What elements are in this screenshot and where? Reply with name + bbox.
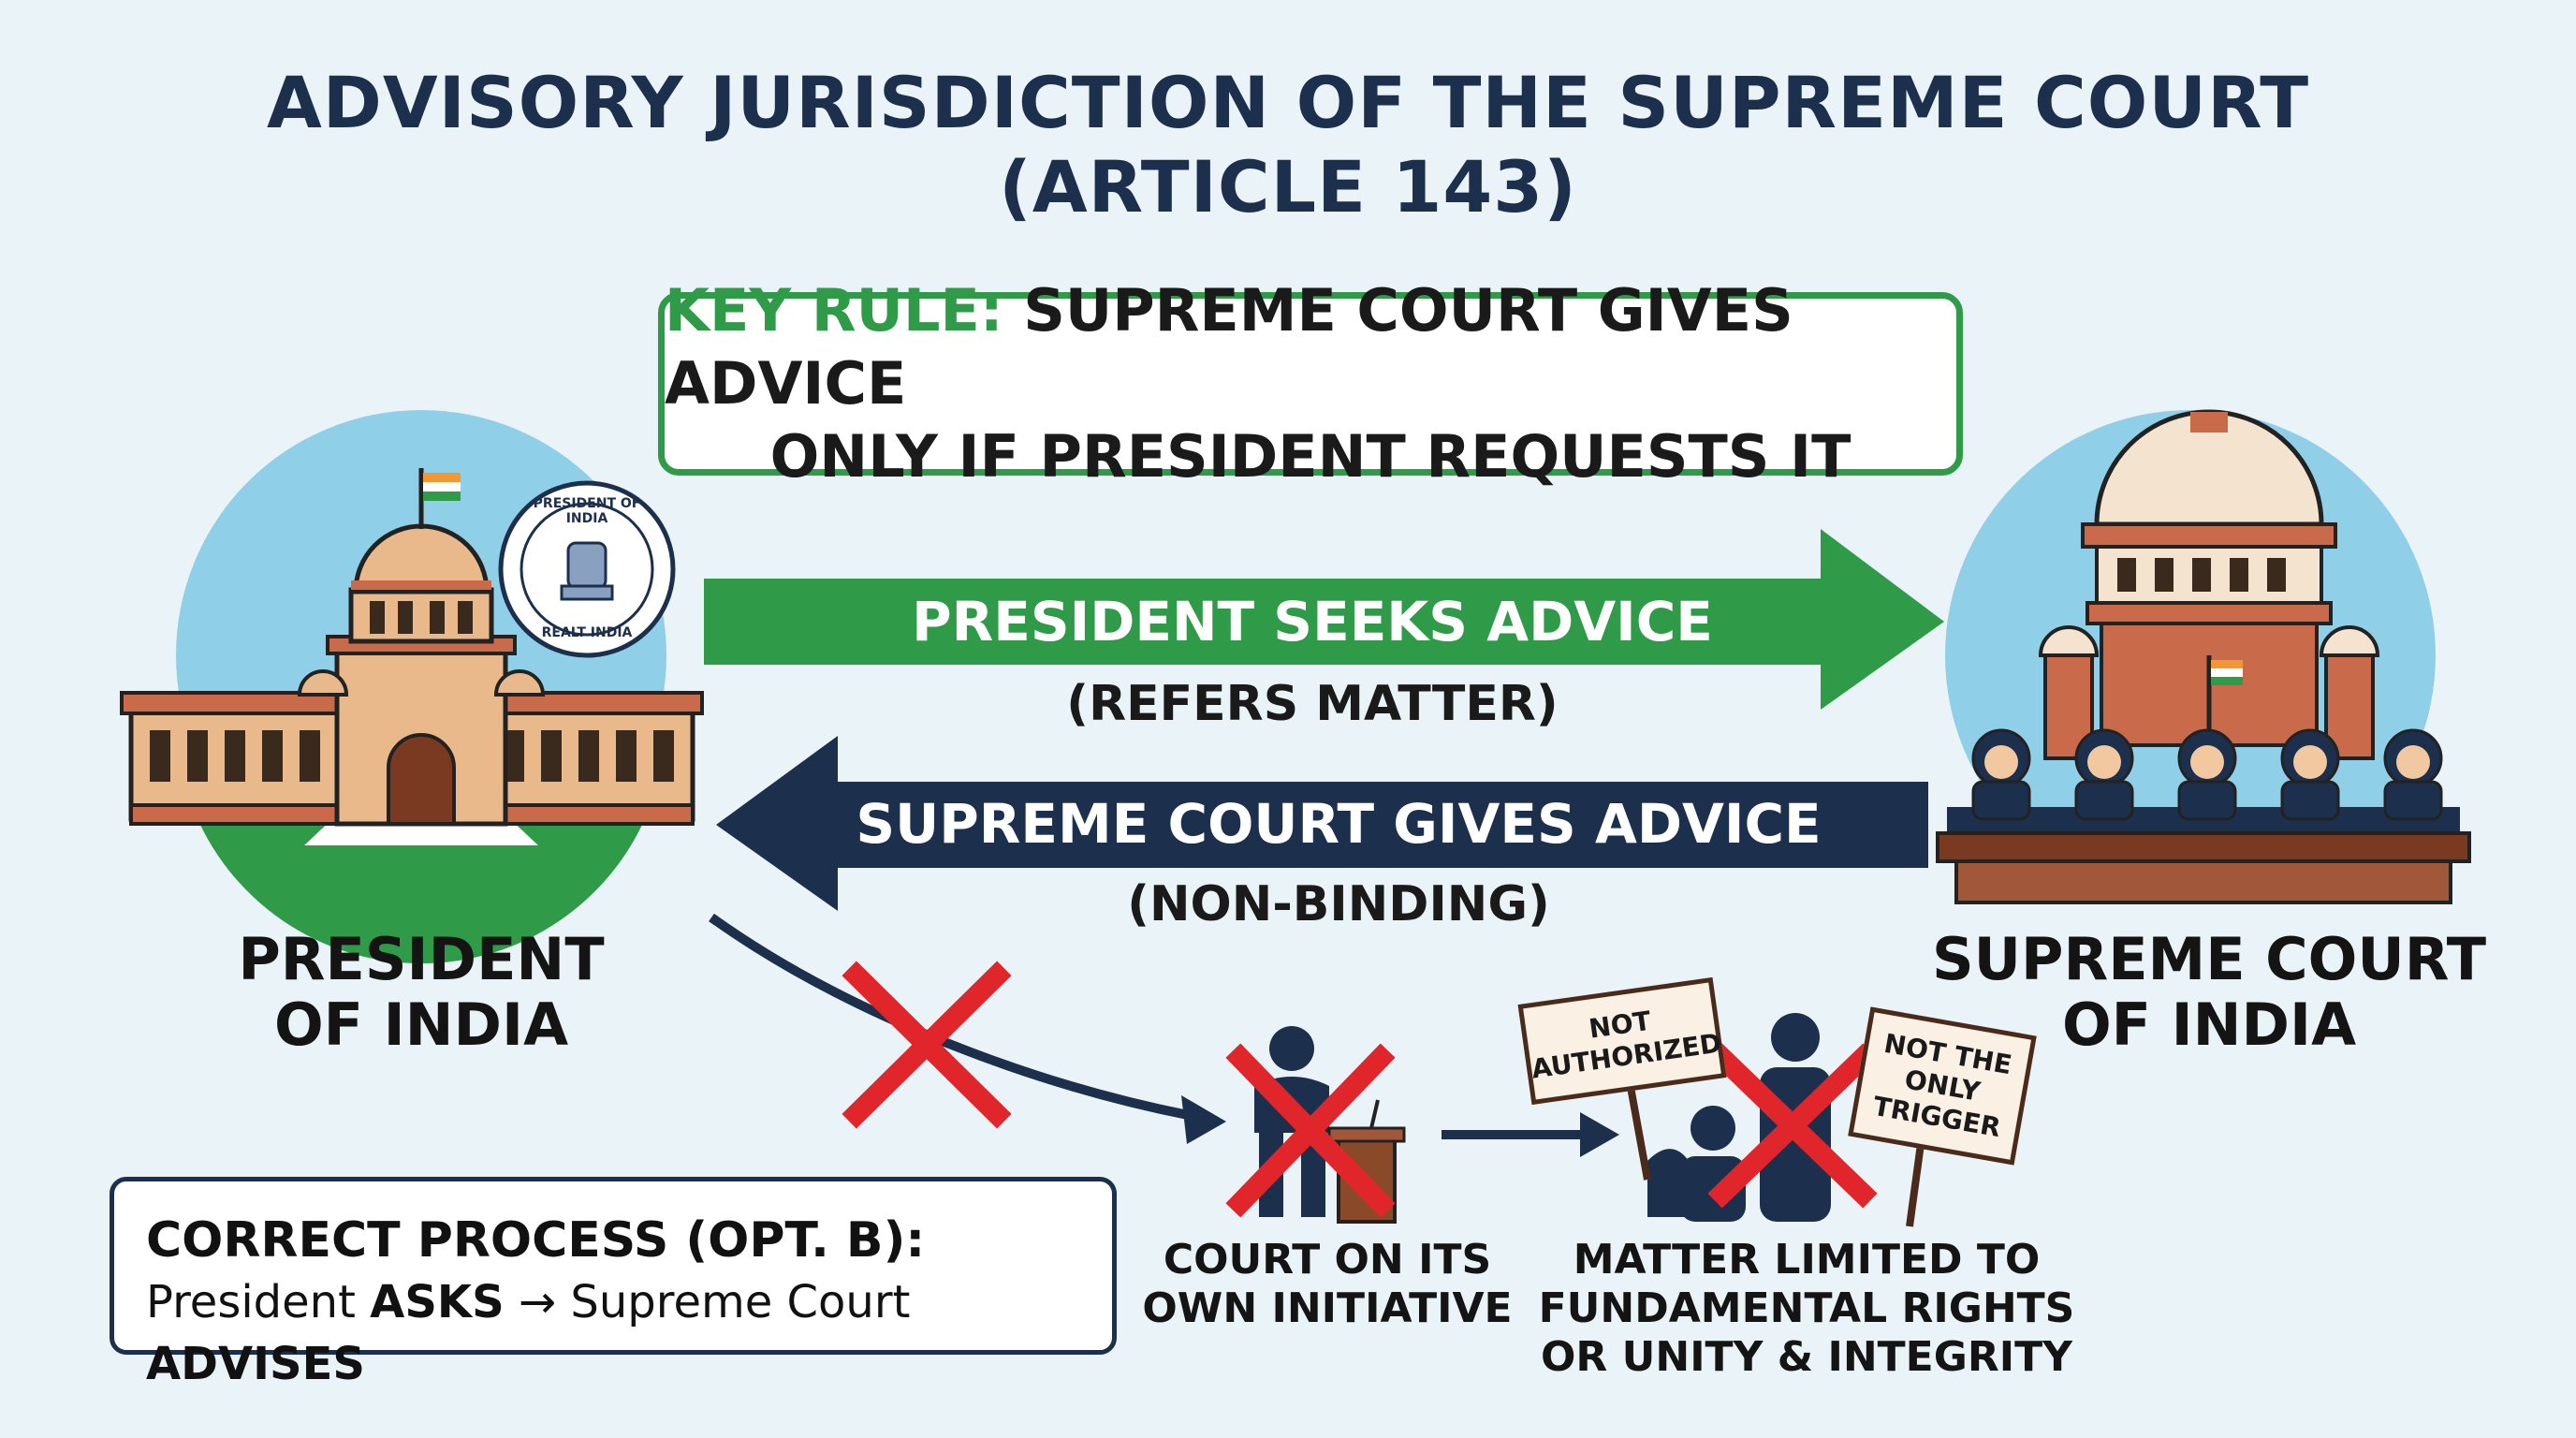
president-caption-line2: OF INDIA [273,990,569,1059]
matter-limited-line1: MATTER LIMITED TO [1573,1236,2041,1284]
key-rule-text2: ONLY IF PRESIDENT REQUESTS IT [769,422,1852,491]
president-caption: PRESIDENT OF INDIA [140,927,702,1058]
matter-limited-caption: MATTER LIMITED TO FUNDAMENTAL RIGHTS OR … [1535,1236,2078,1382]
matter-limited-line2: FUNDAMENTAL RIGHTS [1538,1284,2075,1332]
process-word-advises: ADVISES [146,1338,365,1390]
president-seeks-advice-arrow [704,529,1944,710]
own-initiative-line2: OWN INITIATIVE [1142,1284,1513,1332]
process-arrow: → [518,1276,557,1328]
seal-bottom-text: REALT INDIA [541,625,633,640]
key-rule-box: KEY RULE: SUPREME COURT GIVES ADVICE ONL… [658,276,1963,491]
red-cross-icon [1707,1043,1878,1209]
red-cross-icon [1225,1043,1396,1218]
supreme-court-building-icon [1936,409,2471,904]
court-caption-line2: OF INDIA [2061,990,2357,1059]
court-caption: SUPREME COURT OF INDIA [1910,927,2509,1058]
president-seal-icon [498,480,676,658]
court-caption-line1: SUPREME COURT [1932,925,2486,993]
page-subtitle: (ARTICLE 143) [999,145,1577,228]
matter-limited-line3: OR UNITY & INTEGRITY [1541,1333,2072,1381]
seeks-advice-label: PRESIDENT SEEKS ADVICE [912,590,1713,653]
judges-bench-icon [1936,728,2471,904]
own-initiative-caption: COURT ON ITS OWN INITIATIVE [1140,1236,1515,1333]
correct-process-box: CORRECT PROCESS (OPT. B): President ASKS… [110,1177,1117,1390]
key-rule-line1: KEY RULE: SUPREME COURT GIVES ADVICE [665,274,1956,420]
page-title: ADVISORY JURISDICTION OF THE SUPREME COU… [266,61,2310,144]
key-rule-label: KEY RULE: [665,276,1003,345]
correct-process-line: President ASKS → Supreme Court ADVISES [146,1271,1112,1395]
key-rule-text1: SUPREME COURT GIVES ADVICE [665,276,1793,418]
own-initiative-line1: COURT ON ITS [1163,1236,1492,1284]
process-word-court: Supreme Court [570,1276,911,1328]
correct-process-heading: CORRECT PROCESS (OPT. B): [146,1212,926,1269]
red-cross-icon [842,961,1012,1129]
process-word-asks: ASKS [370,1276,505,1328]
non-binding-label: (NON-BINDING) [1127,876,1550,932]
refers-matter-label: (REFERS MATTER) [1066,676,1559,732]
seal-top-text: PRESIDENT OF INDIA [533,496,641,526]
invalid-path-arrow [709,913,1619,1157]
gives-advice-label: SUPREME COURT GIVES ADVICE [856,792,1822,856]
process-word-president: President [146,1276,356,1328]
court-gives-advice-arrow [716,736,1928,911]
president-caption-line1: PRESIDENT [238,925,605,993]
